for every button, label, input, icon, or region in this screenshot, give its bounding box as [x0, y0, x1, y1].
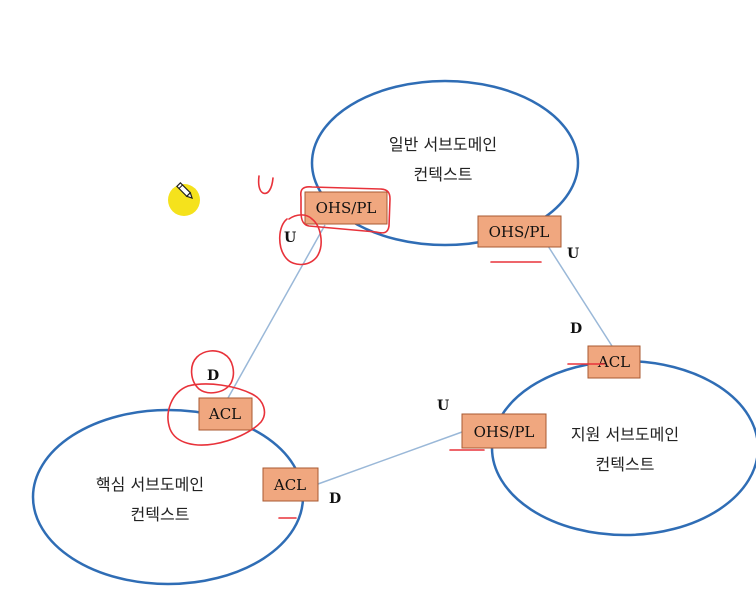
pencil-icon: [176, 182, 194, 200]
generic-ohs-pl-box-left[interactable]: OHS/PL: [304, 191, 388, 225]
label-core-top-d: D: [207, 368, 219, 384]
cursor-highlight: [168, 184, 200, 216]
box-label: ACL: [273, 476, 306, 494]
core-context-name: 핵심 서브도메인: [96, 475, 204, 494]
generic-context-name: 일반 서브도메인: [389, 135, 497, 154]
label-generic-right-u: U: [567, 246, 579, 262]
annotation-circle-core-d: [190, 350, 235, 394]
generic-subdomain-context: 일반 서브도메인 컨텍스트: [310, 79, 580, 247]
connector-lines: [227, 224, 613, 485]
pen-cursor[interactable]: [168, 182, 200, 216]
link-core-support: [317, 431, 463, 485]
label-support-left-u: U: [437, 398, 449, 414]
generic-context-ellipse: [310, 79, 580, 247]
support-acl-box-top[interactable]: ACL: [587, 345, 641, 379]
support-context-name: 지원 서브도메인: [571, 425, 679, 444]
annotation-scribble-v: [257, 175, 274, 195]
relation-labels: U U D D D U: [207, 230, 582, 507]
label-core-right-d: D: [329, 491, 341, 507]
annotation-circle-generic-u: [278, 214, 322, 266]
label-generic-left-u: U: [284, 230, 296, 246]
generic-ohs-pl-box-right[interactable]: OHS/PL: [477, 215, 562, 248]
hand-drawn-annotations: [167, 175, 605, 519]
generic-context-suffix: 컨텍스트: [414, 165, 473, 184]
annotation-box-outline-generic-ohs: [299, 186, 391, 234]
core-acl-box-right[interactable]: ACL: [262, 467, 319, 502]
annotation-circle-core-acl: [167, 383, 266, 446]
support-ohs-pl-box-left[interactable]: OHS/PL: [461, 413, 547, 449]
box-label: OHS/PL: [316, 199, 377, 217]
box-label: ACL: [208, 405, 241, 423]
box-label: ACL: [597, 353, 630, 371]
box-label: OHS/PL: [489, 223, 550, 241]
box-label: OHS/PL: [474, 423, 535, 441]
link-generic-core: [227, 224, 326, 399]
support-context-suffix: 컨텍스트: [596, 455, 655, 474]
link-generic-support: [547, 245, 613, 347]
label-support-top-d: D: [570, 321, 582, 337]
core-context-suffix: 컨텍스트: [131, 505, 190, 524]
support-subdomain-context: 지원 서브도메인 컨텍스트: [490, 359, 756, 537]
core-acl-box-top[interactable]: ACL: [198, 397, 253, 431]
